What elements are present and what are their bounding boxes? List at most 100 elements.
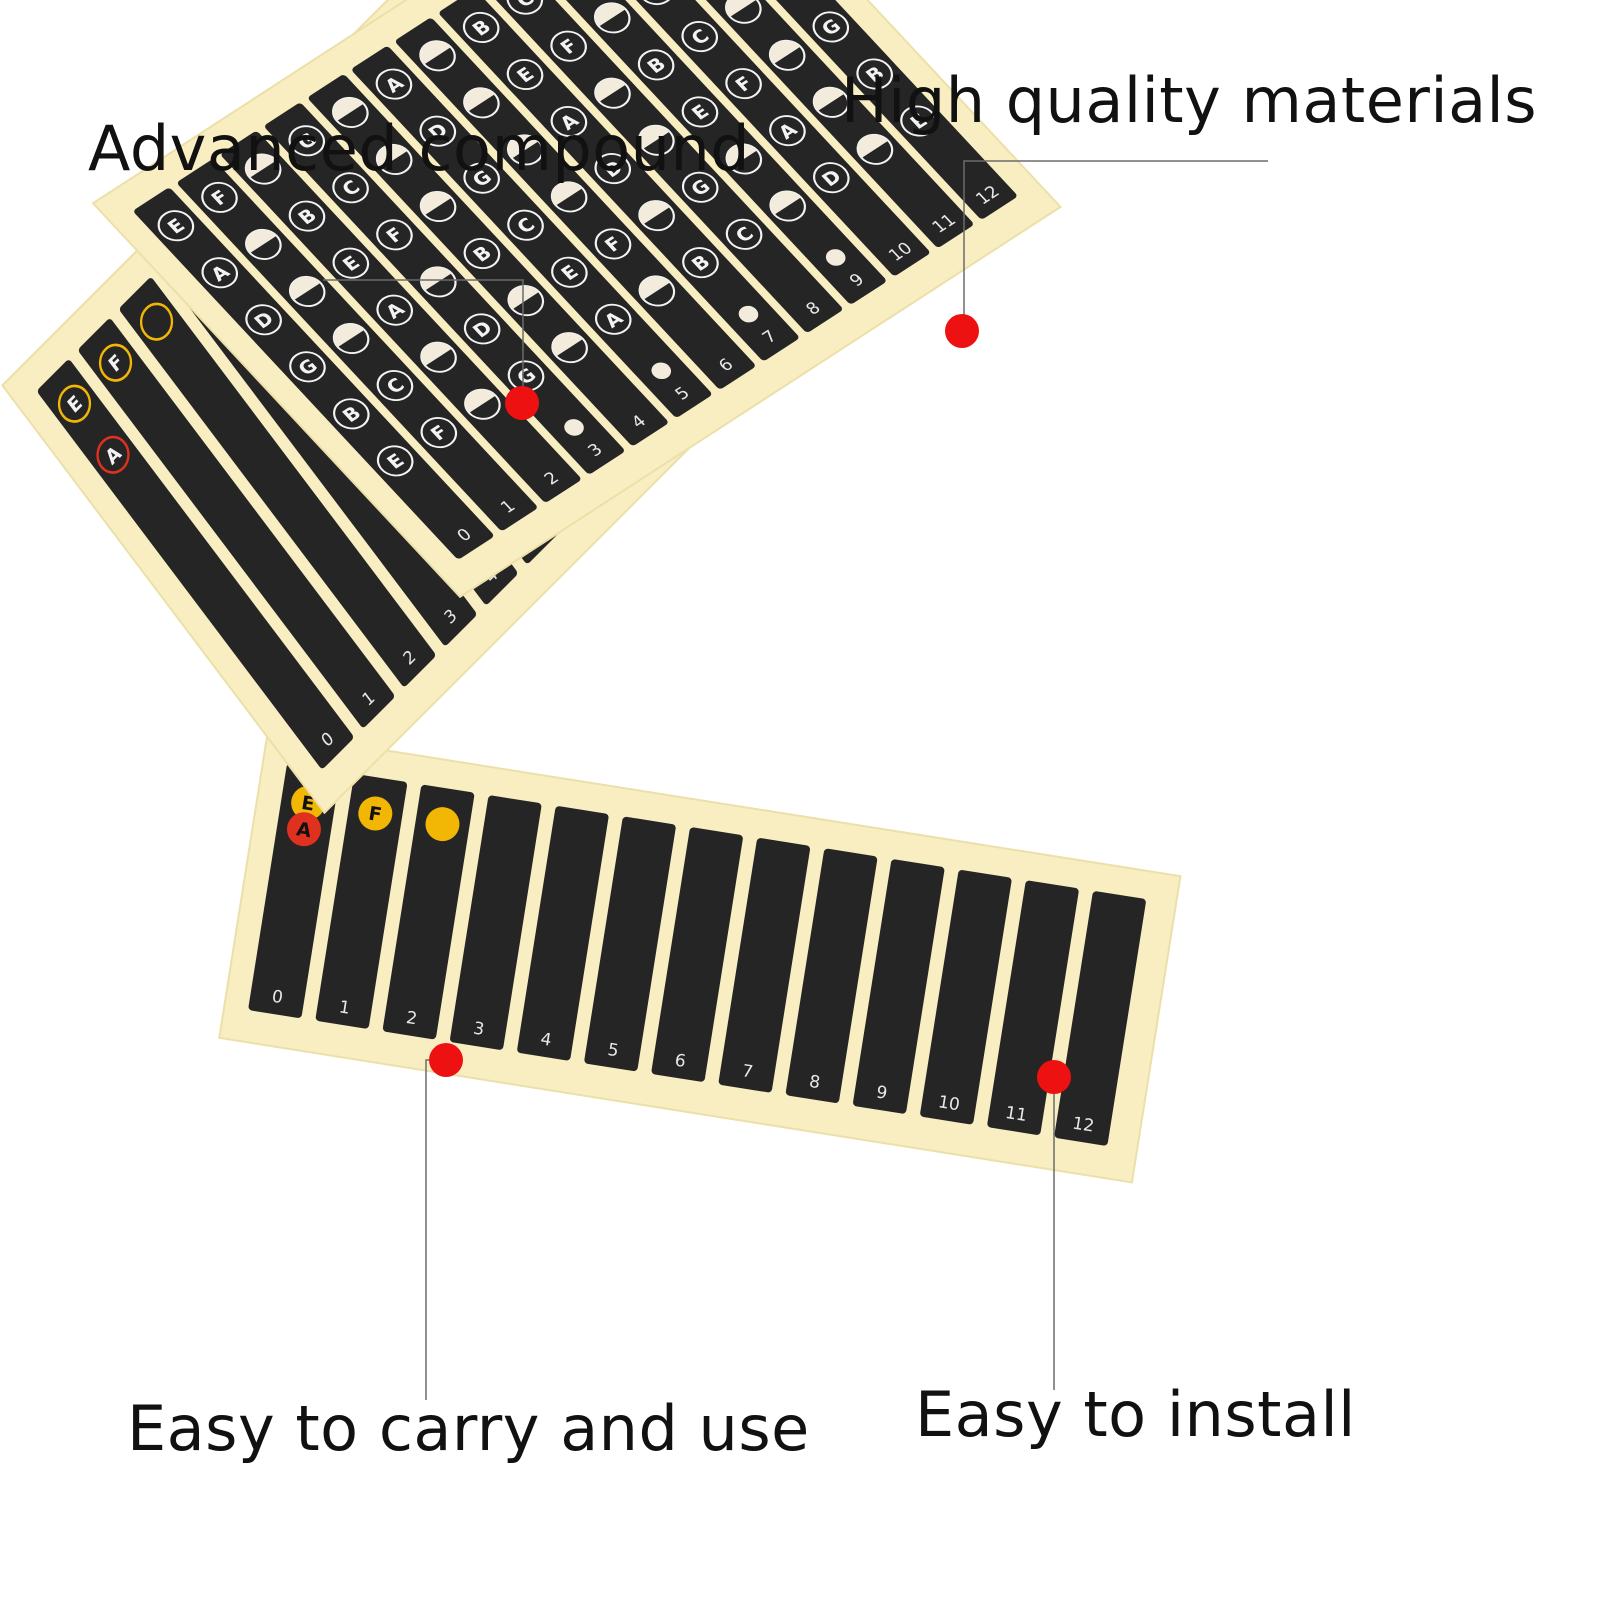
fret-strip-body (450, 795, 542, 1050)
note-marker (638, 200, 675, 232)
fret-strip-body (920, 870, 1012, 1125)
note-marker (139, 302, 174, 341)
fret-strip: 1 (177, 160, 537, 531)
note-marker (638, 124, 675, 156)
inlay-dot (651, 362, 672, 380)
fret-strip: 2 (221, 131, 581, 502)
fret-strip: 2 (382, 784, 475, 1040)
inlay-dot (564, 419, 584, 436)
note-marker (245, 228, 282, 260)
note-marker (419, 40, 456, 72)
callout-markers (323, 160, 1268, 1400)
leader-line-advanced-compound (323, 279, 524, 405)
note-marker (419, 190, 457, 223)
marker-easy-install (1037, 1060, 1071, 1094)
note-marker (725, 0, 762, 24)
fret-number: 5 (606, 1040, 620, 1061)
note-marker (594, 77, 631, 109)
fret-strip-body (308, 75, 668, 446)
fret-strip: 4 (517, 806, 609, 1061)
note-marker (332, 322, 370, 355)
fret-strip-body (382, 784, 475, 1040)
note-marker (593, 2, 631, 34)
callout-easy-to-carry: Easy to carry and use (127, 1392, 810, 1465)
fret-strip: 5 (584, 816, 676, 1072)
fret-number: 8 (808, 1072, 822, 1093)
note-marker (244, 153, 282, 185)
fret-strip-body (78, 319, 395, 728)
leader-line-easy-carry (425, 1059, 446, 1400)
note-marker (425, 807, 460, 842)
fret-strip-body (37, 360, 353, 769)
fret-strip-body (134, 188, 494, 559)
fret-strip-body (987, 880, 1079, 1135)
fret-strip-body (570, 0, 930, 276)
fret-strip: 3 (265, 103, 624, 474)
note-letter: G (642, 0, 671, 3)
fret-strip: 12 (1054, 891, 1146, 1146)
white-note-sheet: 0123456789101112EADGBEFCFBEAGCFDGBADGCEA… (91, 0, 1063, 599)
note-marker (550, 181, 588, 213)
fret-strip: 11 (987, 880, 1079, 1135)
fret-strip-body (614, 0, 973, 248)
fret-strip-body (517, 806, 609, 1061)
fret-strip-body (651, 827, 743, 1082)
fretboard-sticker-sheets: 0123456789101112EAF0123456789101112EAF01… (1, 0, 1182, 1184)
note-letter: C (511, 0, 538, 12)
fret-strip: 12 (657, 0, 1017, 219)
note-marker (638, 275, 676, 307)
fret-strip: 1 (315, 774, 408, 1029)
fret-number: 3 (472, 1019, 486, 1040)
fret-strip-body (584, 816, 676, 1072)
fret-number: 9 (875, 1082, 889, 1103)
note-marker (506, 134, 544, 166)
note-marker (812, 86, 850, 118)
fret-strip-body (785, 848, 878, 1103)
fret-strip-body (119, 278, 436, 687)
fret-number: 6 (673, 1051, 687, 1072)
note-marker (419, 266, 457, 298)
fret-number: 4 (539, 1029, 553, 1050)
fret-strip-body (718, 838, 811, 1093)
fret-strip: 10 (920, 870, 1012, 1125)
note-marker (507, 285, 545, 317)
fret-strip: 0 (37, 360, 353, 769)
fret-strip-body (177, 160, 537, 531)
note-marker (375, 143, 413, 175)
fret-strip: 6 (651, 827, 743, 1082)
note-marker (725, 143, 763, 175)
note-letter: A (295, 818, 313, 842)
fret-strip-body (352, 46, 712, 417)
marker-advanced-compound (505, 386, 539, 420)
note-marker (768, 39, 806, 71)
fret-number: 0 (270, 987, 284, 1008)
fret-strip: 8 (785, 848, 878, 1103)
note-marker: A (286, 812, 321, 847)
marker-high-quality (945, 314, 979, 348)
fret-number: 10 (937, 1092, 962, 1115)
fret-strip-body (526, 0, 886, 304)
inlay-dot (825, 249, 846, 266)
note-marker (463, 87, 500, 119)
fret-number: 2 (405, 1008, 419, 1029)
fret-strip: 7 (439, 0, 799, 361)
fret-strip-body (221, 131, 581, 502)
fret-strip: 6 (395, 18, 755, 389)
note-marker (856, 133, 894, 165)
note-marker (769, 190, 807, 222)
fret-number: 12 (1071, 1114, 1096, 1137)
fret-strip: 0 (134, 188, 494, 559)
marker-easy-carry (429, 1043, 463, 1077)
note-marker (464, 388, 501, 420)
fret-number: 1 (338, 997, 352, 1018)
callout-advanced-compound: Advanced compound (88, 112, 751, 185)
fret-strip: 3 (450, 795, 542, 1050)
callout-easy-to-install: Easy to install (915, 1378, 1356, 1451)
note-marker (420, 341, 457, 373)
fret-strip-body (265, 103, 624, 474)
fret-strip: 10 (570, 0, 930, 276)
fret-strip-body (439, 0, 799, 361)
fret-strip: 5 (352, 46, 712, 417)
fret-strip-body (853, 859, 945, 1114)
